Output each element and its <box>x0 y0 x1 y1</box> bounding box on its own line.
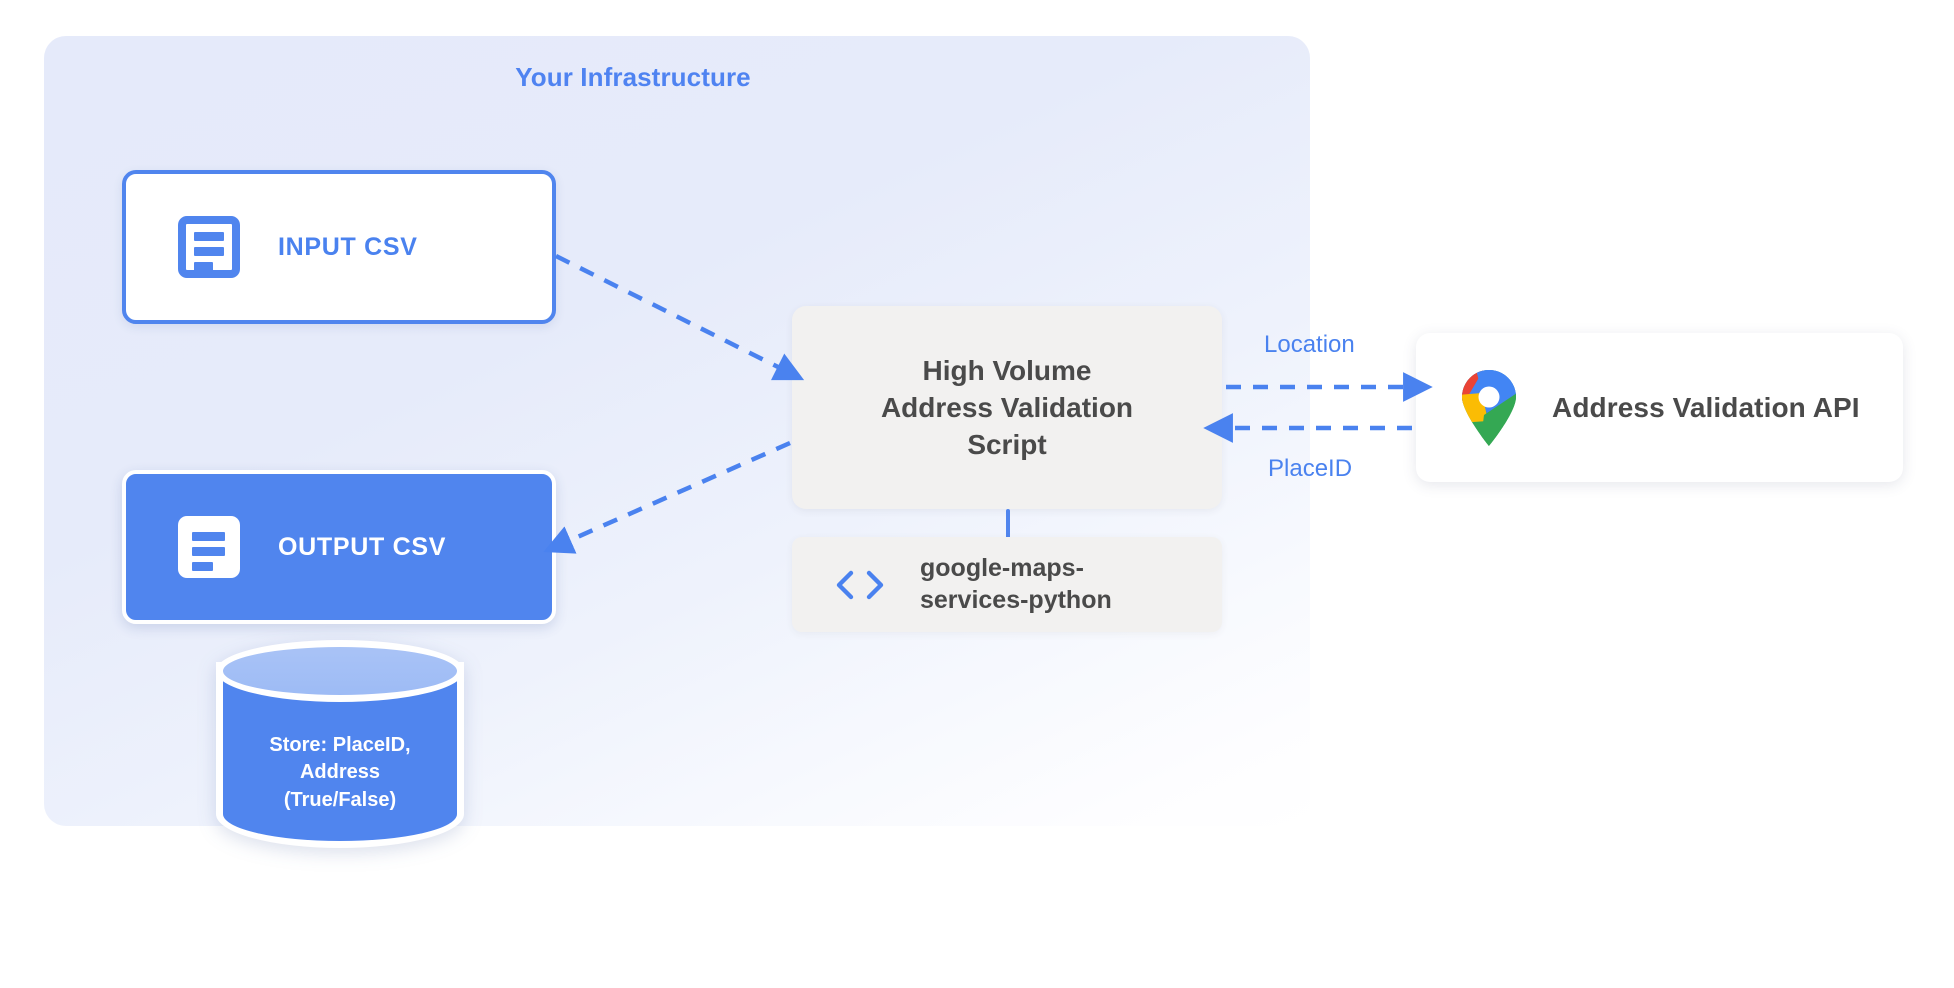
script-label-line3: Script <box>967 429 1047 461</box>
script-to-library-connector <box>1006 509 1010 541</box>
document-icon <box>178 516 240 578</box>
node-validation-script[interactable]: High Volume Address Validation Script <box>792 306 1222 509</box>
library-label-line1: google-maps- <box>920 554 1084 583</box>
script-label-line2: Address Validation <box>880 391 1134 423</box>
library-label: google-maps- services-python <box>920 553 1112 616</box>
panel-title: Your Infrastructure <box>515 62 751 92</box>
output-csv-label: OUTPUT CSV <box>278 532 447 561</box>
library-label-line2: services-python <box>920 585 1112 614</box>
database-label: Store: PlaceID, Address (True/False) <box>216 732 464 814</box>
database-cylinder-top <box>216 640 464 702</box>
api-label: Address Validation API <box>1552 391 1860 423</box>
node-output-csv[interactable]: OUTPUT CSV <box>122 470 556 624</box>
database-label-line2: Address <box>299 761 381 784</box>
edge-label-location: Location <box>1264 331 1355 358</box>
document-icon <box>178 216 240 278</box>
node-client-library[interactable]: google-maps- services-python <box>792 537 1222 632</box>
database-label-line1: Store: PlaceID, <box>269 734 411 756</box>
node-input-csv[interactable]: INPUT CSV <box>122 170 556 324</box>
input-csv-label: INPUT CSV <box>278 232 418 261</box>
node-database-store[interactable]: Store: PlaceID, Address (True/False) <box>216 640 464 870</box>
node-address-validation-api[interactable]: Address Validation API <box>1416 333 1903 482</box>
google-maps-pin-icon <box>1461 369 1517 446</box>
code-brackets-icon <box>836 570 884 599</box>
script-label-line1: High Volume <box>922 354 1092 386</box>
edge-label-placeid: PlaceID <box>1268 455 1353 482</box>
database-label-line3: (True/False) <box>283 788 397 811</box>
